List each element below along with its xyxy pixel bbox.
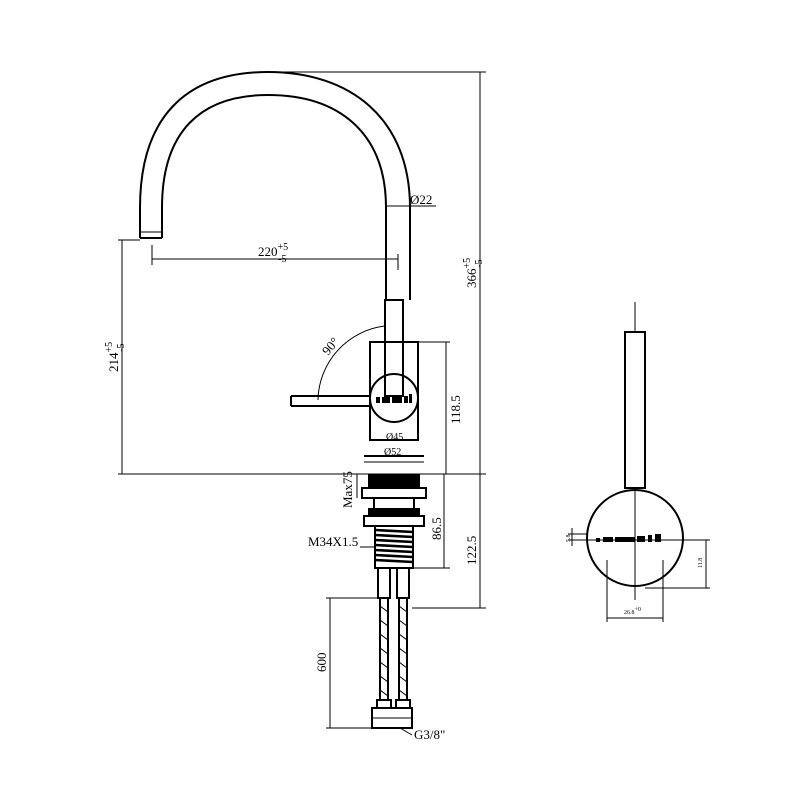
label-hose-length: 600 <box>314 653 329 673</box>
spout-outer-outline <box>139 70 411 300</box>
label-hose-connection: G3/8" <box>414 727 445 742</box>
lever-handle-vertical <box>384 299 404 397</box>
shank-thread-lines <box>374 528 414 564</box>
side-label-small: 5.8 <box>566 535 572 543</box>
lever-swing-arc <box>317 325 386 401</box>
lever-hub <box>369 373 419 423</box>
front-view: Ø22 220+5-5 366+5-5 214+5-5 90° 118.5 Ø4… <box>104 70 486 742</box>
label-body-height: 118.5 <box>448 395 463 424</box>
lever-hub-marking <box>376 394 412 403</box>
label-lever-angle: 90° <box>319 334 342 358</box>
label-below-deck-length: 122.5 <box>464 536 479 565</box>
side-hub-circle <box>586 489 684 587</box>
side-hub-marking <box>596 534 661 542</box>
label-max-thickness: Max75 <box>340 471 355 508</box>
label-spout-reach: 220+5-5 <box>258 242 288 265</box>
label-shank-length: 86.5 <box>429 517 444 540</box>
label-total-height: 366+5-5 <box>462 258 485 288</box>
tap-body <box>369 341 419 441</box>
side-label-height: 11.8 <box>698 558 704 568</box>
spout-inner-outline <box>161 93 387 300</box>
dim-g38-leader <box>399 727 413 736</box>
label-spout-diameter: Ø22 <box>410 192 432 207</box>
label-outlet-height: 214+5-5 <box>104 342 127 372</box>
label-body-diameter-inner: Ø45 <box>386 432 403 443</box>
label-body-diameter-outer: Ø52 <box>384 447 401 458</box>
label-thread-spec: M34X1.5 <box>308 534 358 549</box>
side-view: 11.8 26.8+0 5.8 <box>566 302 710 622</box>
fixing-nut-top <box>368 508 420 516</box>
flexible-hose-right <box>395 567 411 709</box>
flexible-hose-left <box>376 567 392 709</box>
side-lever <box>624 331 646 489</box>
side-label-width: 26.8+0 <box>624 607 641 616</box>
fixing-top-block <box>368 474 420 488</box>
fixing-collar <box>361 487 427 499</box>
fixing-plate <box>363 515 425 527</box>
